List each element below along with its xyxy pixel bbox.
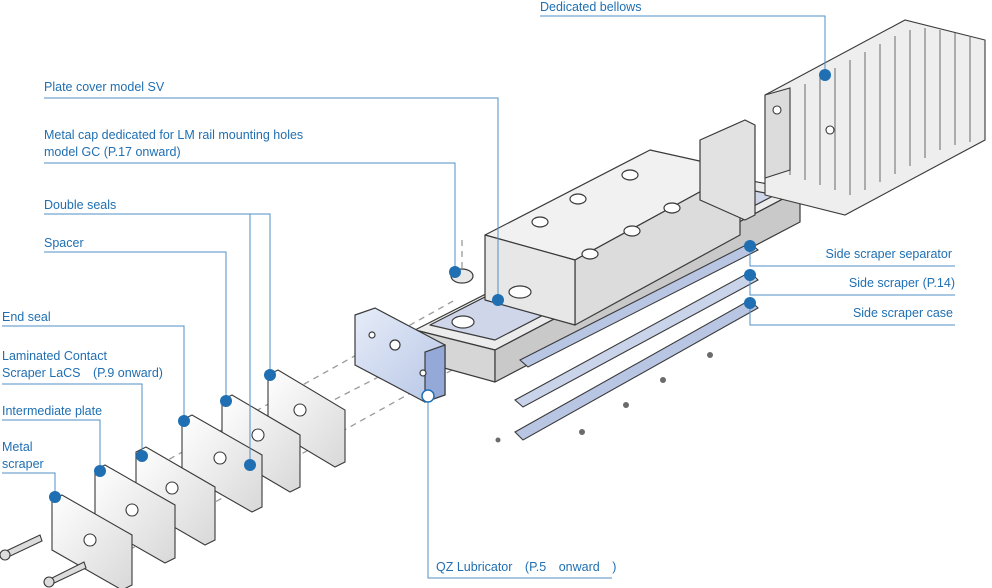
marker-side-separator bbox=[744, 240, 756, 252]
marker-lacs bbox=[136, 450, 148, 462]
marker-side-scraper bbox=[744, 269, 756, 281]
marker-side-case bbox=[744, 297, 756, 309]
leader-lines bbox=[2, 15, 955, 579]
marker-qz bbox=[421, 389, 435, 403]
side-scraper-strips bbox=[514, 242, 759, 441]
marker-plate-cover bbox=[492, 294, 504, 306]
marker-double-seal-a bbox=[264, 369, 276, 381]
label-side-scraper-case: Side scraper case bbox=[852, 306, 953, 320]
callout-markers bbox=[49, 69, 831, 503]
label-lacs-line1: Laminated Contact bbox=[2, 349, 107, 363]
seal-plate-stack bbox=[51, 369, 346, 588]
label-double-seals: Double seals bbox=[44, 198, 117, 212]
label-metal-scraper-line2: scraper bbox=[2, 457, 44, 471]
label-metal-scraper-line1: Metal bbox=[2, 440, 33, 454]
label-plate-cover: Plate cover model SV bbox=[44, 80, 165, 94]
label-end-seal: End seal bbox=[2, 310, 51, 324]
marker-end-seal bbox=[178, 415, 190, 427]
label-lacs-line2: Scraper LaCS (P.9 onward) bbox=[2, 366, 163, 380]
marker-spacer bbox=[220, 395, 232, 407]
marker-double-seal-b bbox=[244, 459, 256, 471]
label-side-scraper-separator: Side scraper separator bbox=[825, 247, 952, 261]
label-metal-cap-line1: Metal cap dedicated for LM rail mounting… bbox=[44, 128, 304, 142]
marker-metal-cap bbox=[449, 266, 461, 278]
label-qz-lubricator: QZ Lubricator (P.5 onward ) bbox=[436, 560, 617, 574]
dedicated-bellows bbox=[764, 19, 986, 216]
label-metal-cap-line2: model GC (P.17 onward) bbox=[44, 145, 181, 159]
label-dedicated-bellows: Dedicated bellows bbox=[540, 0, 642, 14]
mounting-screws bbox=[0, 534, 87, 588]
label-spacer: Spacer bbox=[44, 236, 84, 250]
marker-metal-scraper bbox=[49, 491, 61, 503]
label-intermediate-plate: Intermediate plate bbox=[2, 404, 103, 418]
marker-bellows bbox=[819, 69, 831, 81]
label-side-scraper: Side scraper (P.14) bbox=[848, 276, 955, 290]
qz-lubricator-plate bbox=[354, 307, 446, 403]
marker-intermediate bbox=[94, 465, 106, 477]
small-screws bbox=[495, 352, 713, 443]
